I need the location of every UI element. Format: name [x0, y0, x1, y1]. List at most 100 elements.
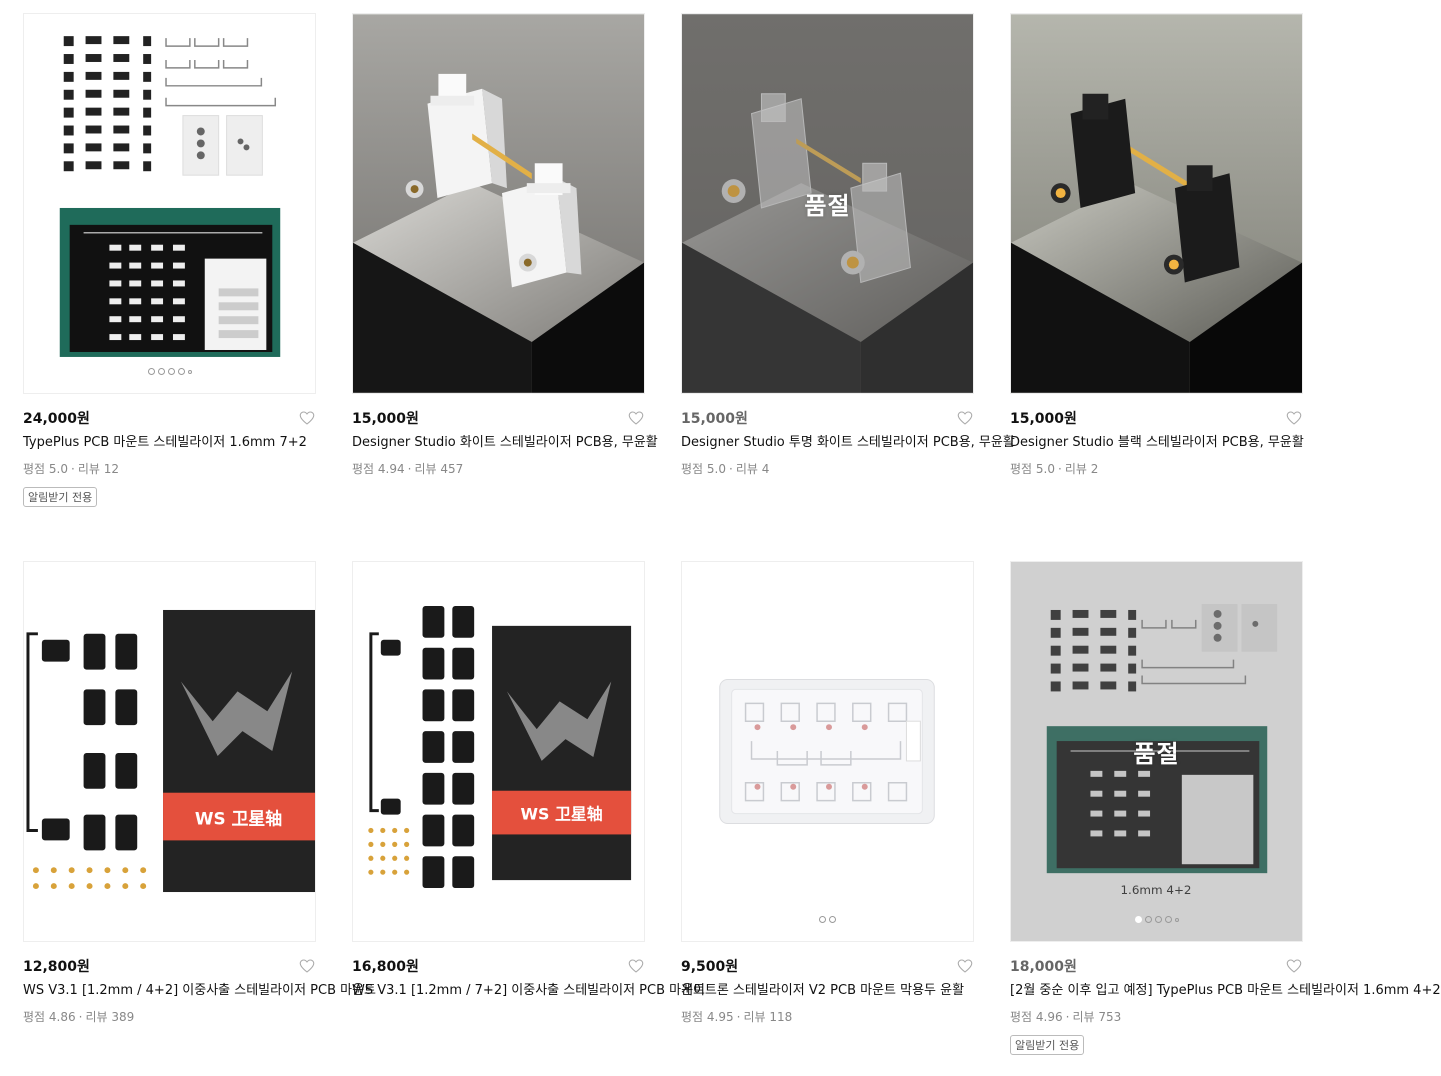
product-image[interactable]: 1.6mm 4+2 품절 [1010, 561, 1303, 942]
rating-label: 평점 [23, 1010, 46, 1024]
product-card[interactable]: WS 卫星轴 16,800원 WS V3.1 [1.2mm / 7+2] 이중사… [352, 561, 706, 998]
product-price: 15,000원 [352, 411, 419, 427]
carousel-dot[interactable] [829, 916, 836, 923]
rating-label: 평점 [1010, 1010, 1033, 1024]
product-price: 9,500원 [681, 959, 739, 975]
black-stabilizer-image [1011, 14, 1302, 393]
image-carousel-dots[interactable] [24, 368, 315, 375]
product-title[interactable]: [2월 중순 이후 입고 예정] TypePlus PCB 마운트 스테빌라이저… [1010, 983, 1441, 998]
product-card[interactable]: 24,000원 TypePlus PCB 마운트 스테빌라이저 1.6mm 7+… [23, 13, 316, 507]
rating-value: 4.96 [1035, 1010, 1063, 1024]
carousel-dot[interactable] [1164, 916, 1172, 923]
review-label: 리뷰 [1072, 1010, 1095, 1024]
rating-label: 평점 [681, 1010, 704, 1024]
product-title[interactable]: WS V3.1 [1.2mm / 7+2] 이중사출 스테빌라이저 PCB 마운… [352, 983, 706, 998]
product-card[interactable]: 1.6mm 4+2 품절 18,000원 [2월 중순 이후 입고 예정] Ty… [1010, 561, 1441, 1055]
product-image[interactable] [681, 561, 974, 942]
carousel-dot[interactable] [1134, 916, 1142, 923]
carousel-dot[interactable] [187, 369, 192, 374]
product-meta: 평점 5.0·리뷰 2 [1010, 462, 1099, 476]
heart-icon[interactable] [627, 957, 645, 975]
product-image[interactable]: WS 卫星轴 [352, 561, 645, 942]
review-label: 리뷰 [77, 462, 100, 476]
heart-icon[interactable] [1285, 409, 1303, 427]
ws-stabilizer-box-image: WS 卫星轴 [353, 562, 644, 941]
product-meta: 평점 4.86·리뷰 389 [23, 1010, 135, 1024]
product-price: 15,000원 [1010, 411, 1077, 427]
product-image[interactable]: 품절 [681, 13, 974, 394]
product-title[interactable]: TypePlus PCB 마운트 스테빌라이저 1.6mm 7+2 [23, 435, 307, 450]
soldout-label: 품절 [1133, 740, 1180, 768]
soldout-overlay: 품절 [1011, 562, 1302, 941]
heart-icon[interactable] [956, 957, 974, 975]
carousel-dot[interactable] [1174, 917, 1179, 922]
product-title[interactable]: 게이트론 스테빌라이저 V2 PCB 마운트 막용두 윤활 [681, 983, 965, 998]
product-card[interactable]: 9,500원 게이트론 스테빌라이저 V2 PCB 마운트 막용두 윤활 평점 … [681, 561, 974, 1025]
carousel-dot[interactable] [819, 916, 826, 923]
carousel-dot[interactable] [1154, 916, 1162, 923]
rating-value: 4.94 [377, 462, 405, 476]
review-count: 118 [769, 1010, 793, 1024]
product-price: 12,800원 [23, 959, 90, 975]
rating-label: 평점 [1010, 462, 1033, 476]
rating-value: 4.86 [48, 1010, 76, 1024]
image-carousel-dots[interactable] [682, 916, 973, 923]
gateron-stabilizer-tray-image [682, 562, 973, 941]
soldout-overlay: 품절 [682, 14, 973, 393]
product-card[interactable]: 15,000원 Designer Studio 블랙 스테빌라이저 PCB용, … [1010, 13, 1304, 477]
review-label: 리뷰 [743, 1010, 766, 1024]
product-title[interactable]: Designer Studio 투명 화이트 스테빌라이저 PCB용, 무윤활 [681, 435, 1015, 450]
product-meta: 평점 5.0·리뷰 4 [681, 462, 770, 476]
product-meta: 평점 4.94·리뷰 457 [352, 462, 464, 476]
clear-stabilizer-image [682, 14, 973, 393]
carousel-dot[interactable] [147, 368, 155, 375]
review-label: 리뷰 [414, 462, 437, 476]
rating-value: 5.0 [706, 462, 727, 476]
box-label: WS 卫星轴 [521, 805, 603, 824]
review-count: 2 [1090, 462, 1099, 476]
product-image[interactable] [1010, 13, 1303, 394]
rating-label: 평점 [352, 462, 375, 476]
heart-icon[interactable] [627, 409, 645, 427]
rating-value: 5.0 [48, 462, 69, 476]
stabilizer-set-box-image [24, 14, 315, 393]
product-price: 18,000원 [1010, 959, 1077, 975]
stabilizer-set-box-image: 1.6mm 4+2 [1011, 562, 1302, 941]
carousel-dot[interactable] [1144, 916, 1152, 923]
product-image[interactable] [352, 13, 645, 394]
ws-stabilizer-box-image: WS 卫星轴 [24, 562, 315, 941]
notify-only-badge: 알림받기 전용 [1010, 1035, 1085, 1055]
carousel-dot[interactable] [177, 368, 185, 375]
product-meta: 평점 4.95·리뷰 118 [681, 1010, 793, 1024]
heart-icon[interactable] [298, 957, 316, 975]
product-image[interactable] [23, 13, 316, 394]
product-card[interactable]: WS 卫星轴 12,800원 WS V3.1 [1.2mm / 4+2] 이중사… [23, 561, 377, 1025]
image-carousel-dots[interactable] [1011, 916, 1302, 923]
product-price: 16,800원 [352, 959, 419, 975]
product-card[interactable]: 15,000원 Designer Studio 화이트 스테빌라이저 PCB용,… [352, 13, 658, 477]
product-image[interactable]: WS 卫星轴 [23, 561, 316, 942]
rating-value: 5.0 [1035, 462, 1056, 476]
review-count: 4 [761, 462, 770, 476]
carousel-dot[interactable] [157, 368, 165, 375]
product-price: 24,000원 [23, 411, 90, 427]
carousel-dot[interactable] [167, 368, 175, 375]
notify-only-badge: 알림받기 전용 [23, 487, 98, 507]
rating-value: 4.95 [706, 1010, 734, 1024]
review-label: 리뷰 [735, 462, 758, 476]
review-count: 12 [103, 462, 120, 476]
product-card[interactable]: 품절 15,000원 Designer Studio 투명 화이트 스테빌라이저… [681, 13, 1015, 477]
heart-icon[interactable] [956, 409, 974, 427]
review-label: 리뷰 [1064, 462, 1087, 476]
review-label: 리뷰 [85, 1010, 108, 1024]
heart-icon[interactable] [298, 409, 316, 427]
product-title[interactable]: WS V3.1 [1.2mm / 4+2] 이중사출 스테빌라이저 PCB 마운… [23, 983, 377, 998]
product-grid: 24,000원 TypePlus PCB 마운트 스테빌라이저 1.6mm 7+… [23, 13, 1441, 1055]
heart-icon[interactable] [1285, 957, 1303, 975]
box-label: WS 卫星轴 [195, 808, 282, 828]
review-count: 457 [440, 462, 464, 476]
box-caption: 1.6mm 4+2 [1120, 883, 1191, 897]
product-title[interactable]: Designer Studio 블랙 스테빌라이저 PCB용, 무윤활 [1010, 435, 1304, 450]
product-title[interactable]: Designer Studio 화이트 스테빌라이저 PCB용, 무윤활 [352, 435, 658, 450]
product-price: 15,000원 [681, 411, 748, 427]
